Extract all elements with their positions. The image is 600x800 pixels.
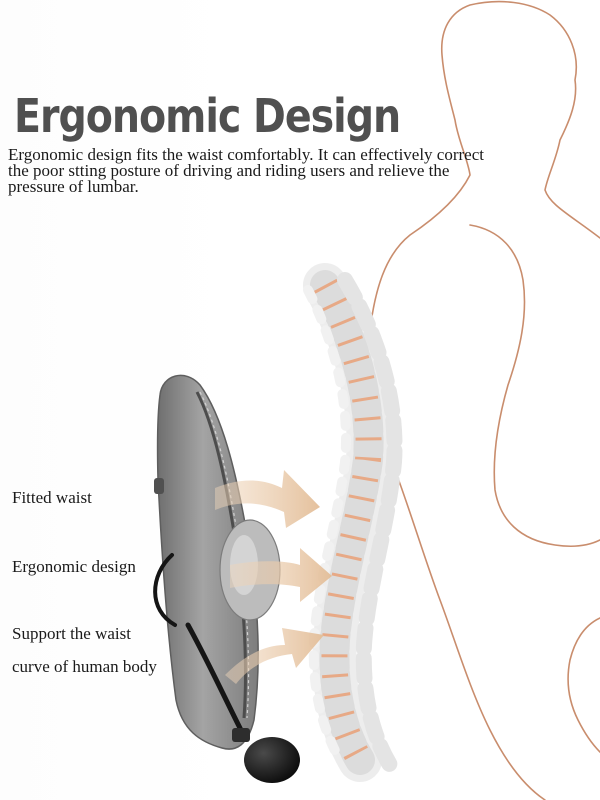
arrow-lower xyxy=(225,628,324,684)
support-arrows xyxy=(215,470,332,684)
feature-label-body-curve: curve of human body xyxy=(12,657,157,676)
feature-label-support-waist: Support the waist xyxy=(12,624,131,643)
feature-label-ergonomic-design: Ergonomic design xyxy=(12,557,136,576)
feature-label-fitted-waist: Fitted waist xyxy=(12,488,92,507)
human-body-outline xyxy=(368,0,600,800)
lumbar-cushion xyxy=(153,374,300,783)
arrow-upper xyxy=(215,470,320,528)
product-description: Ergonomic design fits the waist comforta… xyxy=(8,145,484,196)
arrow-middle xyxy=(230,548,332,602)
spine-illustration xyxy=(303,263,403,782)
page-title: Ergonomic Design xyxy=(14,89,401,143)
